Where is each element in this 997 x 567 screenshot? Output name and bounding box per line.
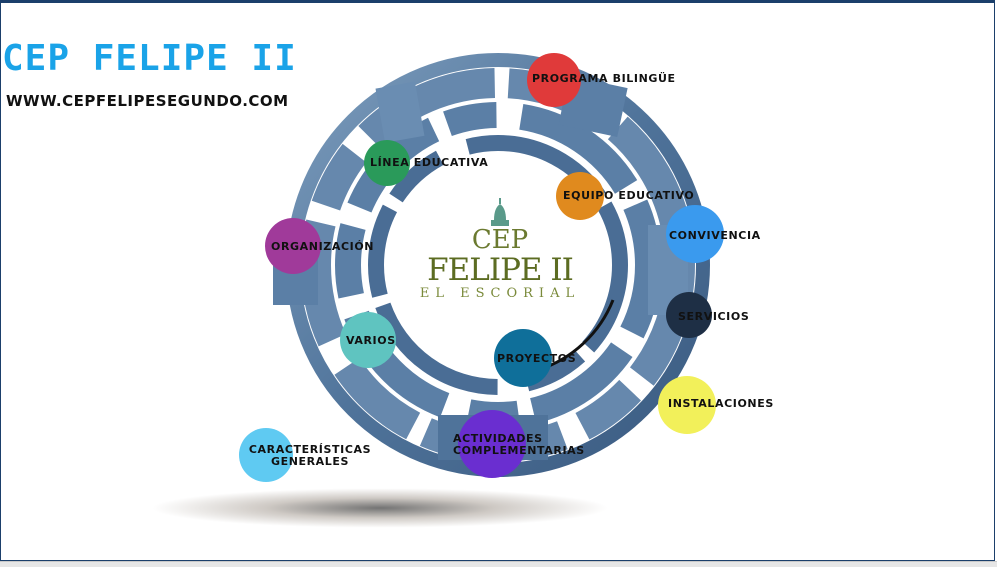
organizacion-button[interactable] <box>265 218 321 274</box>
instalaciones-label[interactable]: INSTALACIONES <box>668 397 774 410</box>
proyectos-label[interactable]: PROYECTOS <box>497 352 577 365</box>
programa-bilingue-label[interactable]: PROGRAMA BILINGÜE <box>532 72 676 85</box>
actividades-label-line1[interactable]: ACTIVIDADES <box>453 432 543 445</box>
tower-icon <box>491 198 509 226</box>
bottom-scrollbar[interactable] <box>0 561 997 567</box>
varios-button[interactable] <box>340 312 396 368</box>
caracteristicas-label-line1[interactable]: CARACTERÍSTICAS <box>248 443 372 456</box>
equipo-educativo-button[interactable] <box>556 172 604 220</box>
ring-block <box>375 81 425 143</box>
convivencia-label[interactable]: CONVIVENCIA <box>669 229 761 242</box>
programa-bilingue-button[interactable] <box>527 53 581 107</box>
caracteristicas-label-line2[interactable]: GENERALES <box>270 455 350 468</box>
ring-center <box>386 153 610 377</box>
logo-escorial: EL ESCORIAL <box>419 286 581 301</box>
logo-cep: CEP <box>471 225 529 255</box>
instalaciones-button[interactable] <box>658 376 716 434</box>
logo-felipe: FELIPE II <box>427 252 574 288</box>
convivencia-button[interactable] <box>666 205 724 263</box>
varios-label[interactable]: VARIOS <box>346 334 396 347</box>
wheel-shadow <box>150 488 610 528</box>
actividades-complementarias-button[interactable] <box>458 410 526 478</box>
organizacion-label[interactable]: ORGANIZACIÓN <box>271 240 375 253</box>
proyectos-button[interactable] <box>494 329 552 387</box>
linea-educativa-button[interactable] <box>364 140 410 186</box>
servicios-button[interactable] <box>666 292 712 338</box>
core-ring <box>368 135 628 395</box>
school-logo: CEP FELIPE II EL ESCORIAL <box>410 198 590 301</box>
website-url[interactable]: WWW.CEPFELIPESEGUNDO.COM <box>6 92 289 110</box>
equipo-educativo-label[interactable]: EQUIPO EDUCATIVO <box>563 189 695 202</box>
page-title: CEP FELIPE II <box>2 38 297 79</box>
actividades-label-line2[interactable]: COMPLEMENTARIAS <box>453 444 585 457</box>
servicios-label[interactable]: SERVICIOS <box>678 310 750 323</box>
caracteristicas-generales-button[interactable] <box>239 428 293 482</box>
linea-educativa-label[interactable]: LÍNEA EDUCATIVA <box>370 156 489 169</box>
